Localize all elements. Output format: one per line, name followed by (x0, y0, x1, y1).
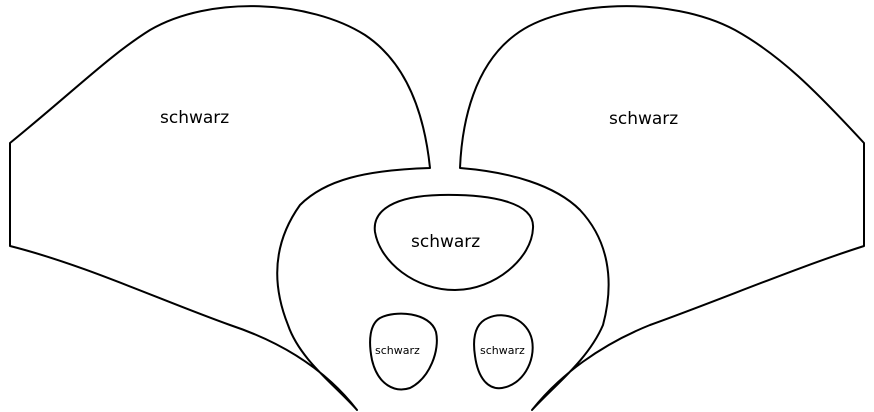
right-lobe-label: schwarz (609, 109, 678, 129)
small-right-blob-label: schwarz (480, 344, 525, 357)
small-left-blob-label: schwarz (375, 344, 420, 357)
center-blob-shape (373, 193, 535, 291)
small-left-blob-shape (369, 312, 438, 391)
center-blob-label: schwarz (411, 232, 480, 252)
right-lobe-shape (459, 5, 865, 411)
left-lobe-label: schwarz (160, 108, 229, 128)
small-right-blob-shape (473, 314, 534, 390)
left-lobe-shape (9, 5, 431, 411)
